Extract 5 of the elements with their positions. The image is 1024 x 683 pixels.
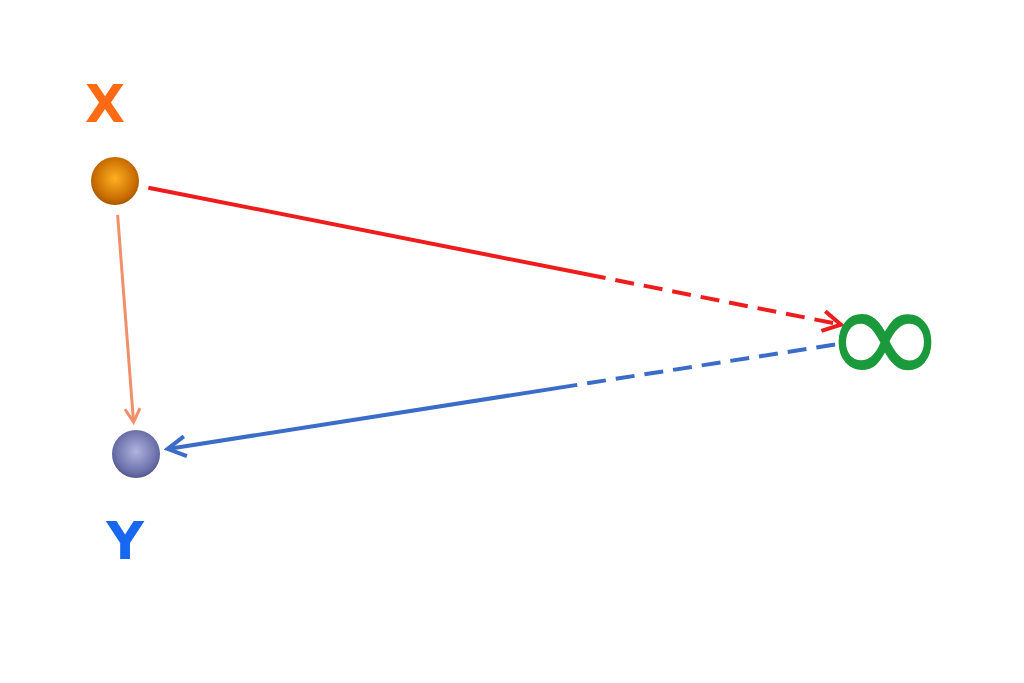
variable-label: Y: [106, 515, 144, 567]
variable-label: X: [84, 78, 126, 130]
arrow: [116, 214, 142, 424]
arrow: [147, 185, 843, 333]
infinity-symbol: ∞: [822, 260, 948, 410]
